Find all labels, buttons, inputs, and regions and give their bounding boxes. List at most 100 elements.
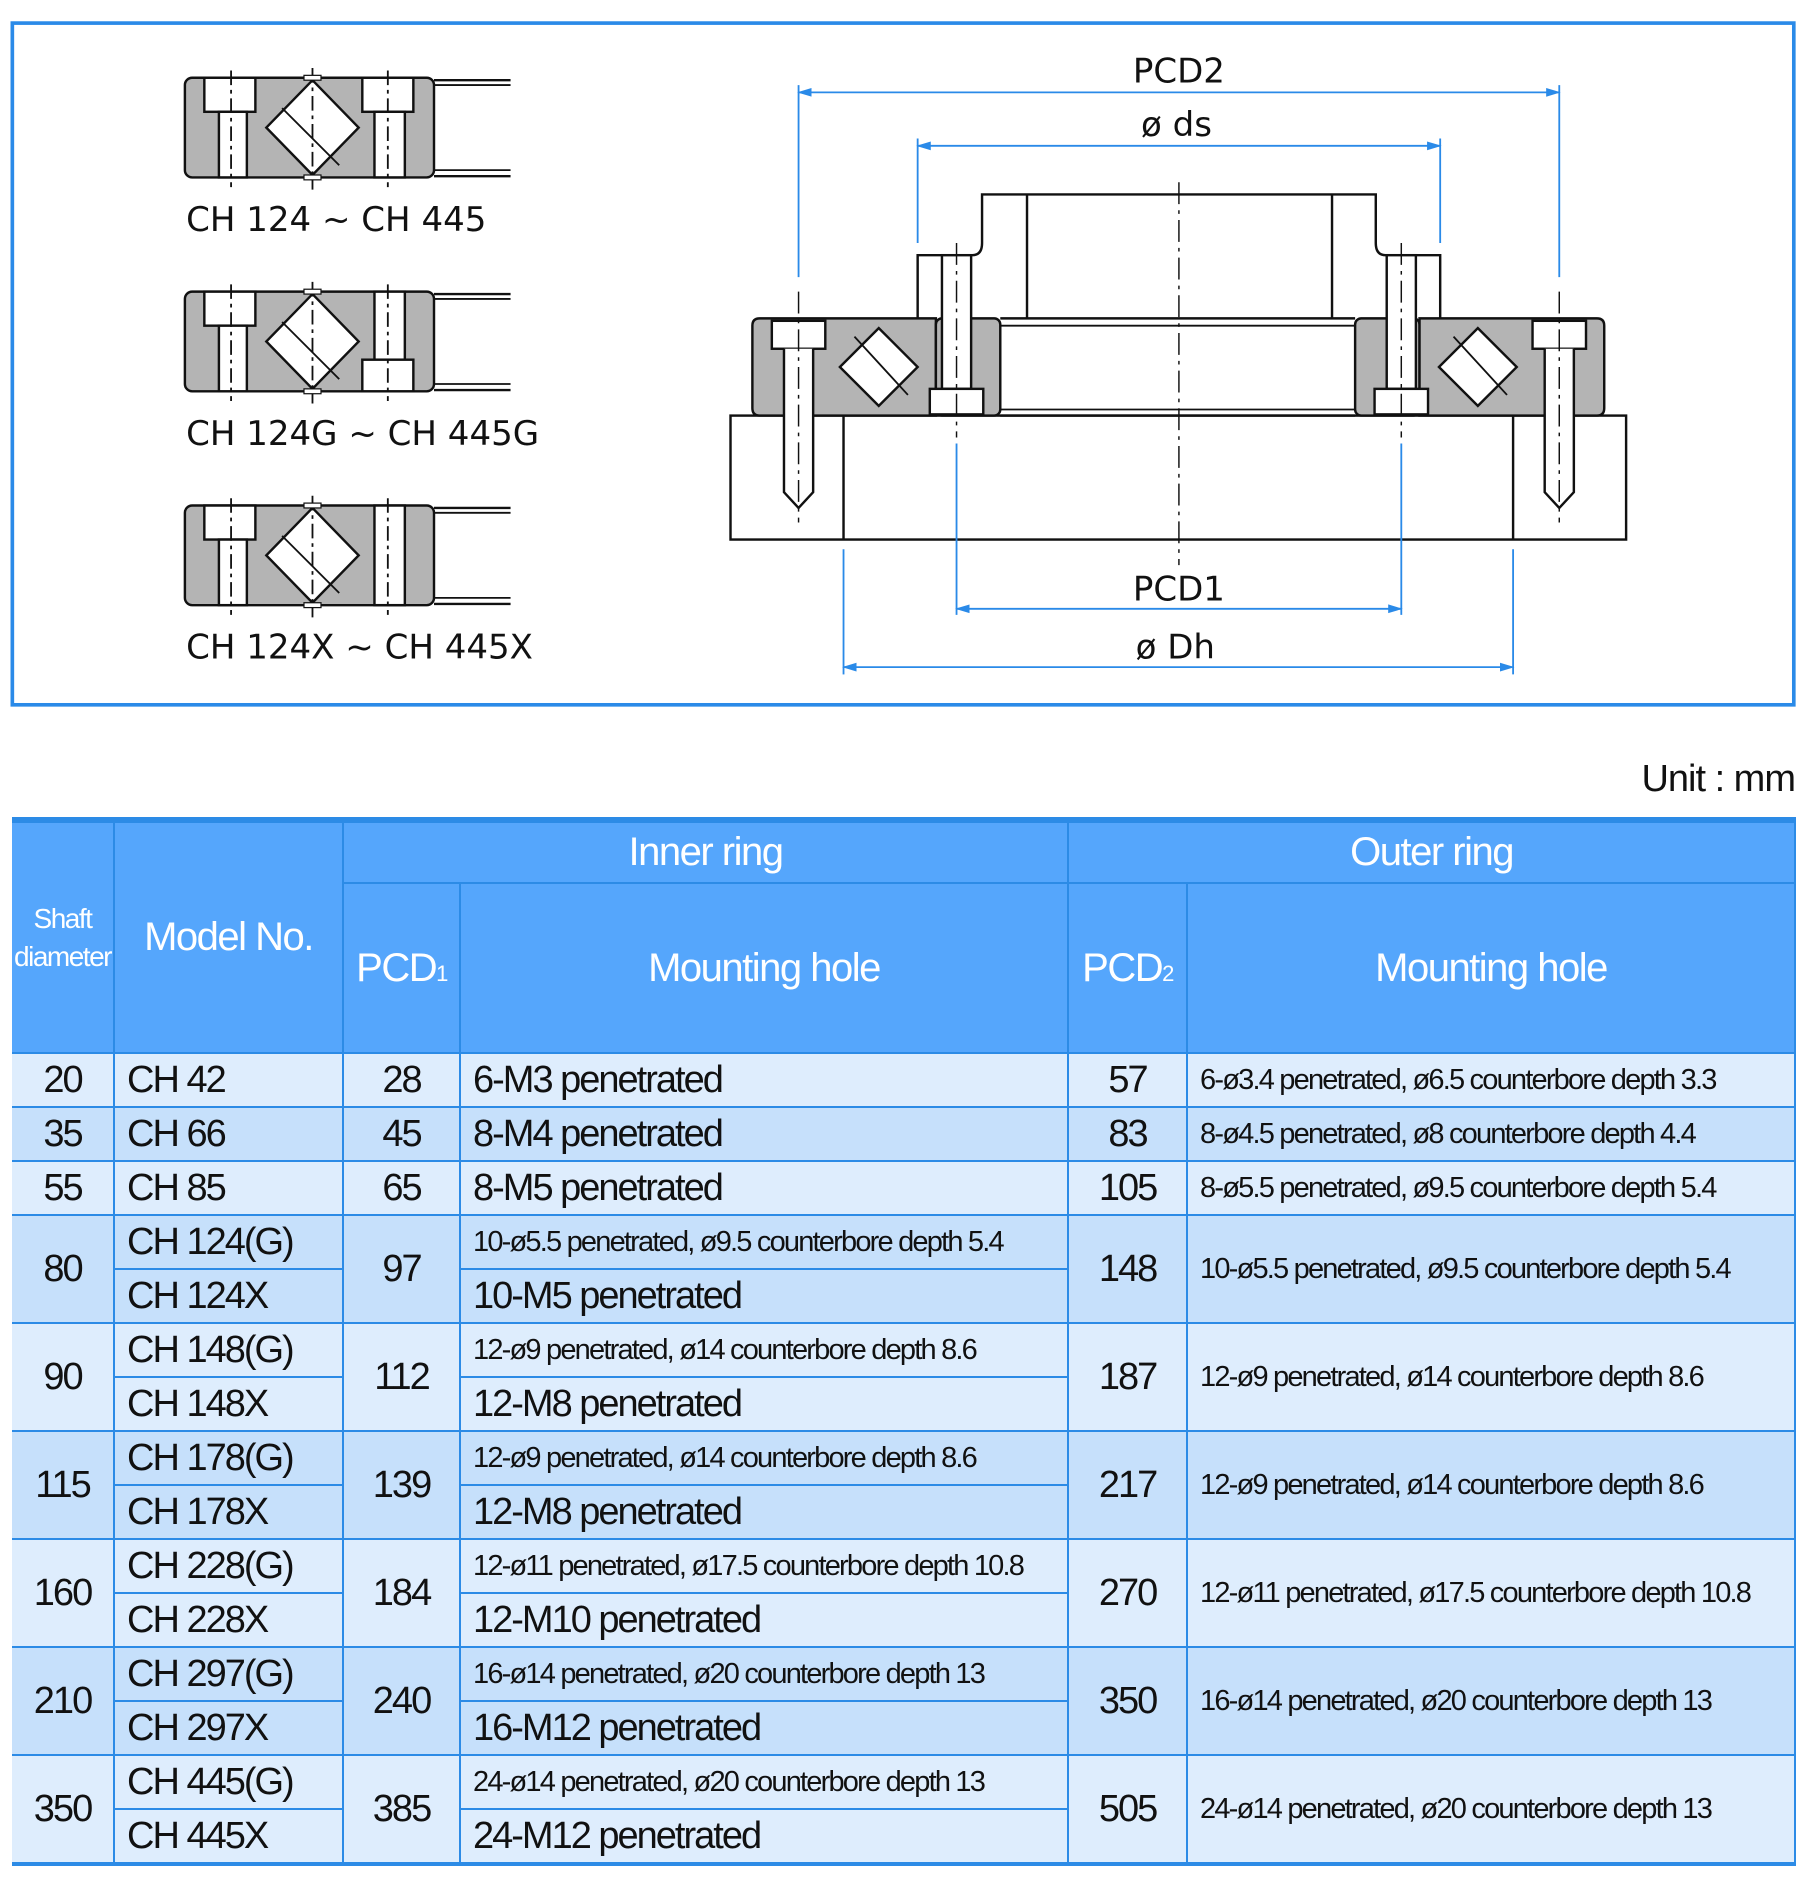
header-outer-ring: Outer ring <box>1067 819 1797 884</box>
pcd1-cell: 112 <box>342 1322 461 1432</box>
pcd1-cell: 97 <box>342 1214 461 1324</box>
pcd2-cell: 83 <box>1067 1106 1189 1162</box>
dimension-lines <box>797 85 1561 675</box>
header-inner-mounting-hole: Mounting hole <box>458 882 1070 1054</box>
header-pcd2: PCD2 <box>1067 882 1189 1054</box>
shaft-diameter-cell: 80 <box>12 1214 115 1324</box>
inner-mounting-hole-cell: 10-M5 penetrated <box>458 1268 1070 1324</box>
variant-standard-diagram <box>183 66 512 191</box>
shaft-diameter-cell: 90 <box>12 1322 115 1432</box>
outer-mounting-hole-cell: 12-ø9 penetrated, ø14 counterbore depth … <box>1186 1430 1797 1540</box>
pcd1-cell: 28 <box>342 1052 461 1108</box>
inner-mounting-hole-cell: 12-M8 penetrated <box>458 1376 1070 1432</box>
outer-mounting-hole-cell: 8-ø5.5 penetrated, ø9.5 counterbore dept… <box>1186 1160 1797 1216</box>
outer-mounting-hole-cell: 24-ø14 penetrated, ø20 counterbore depth… <box>1186 1754 1797 1865</box>
outer-mounting-hole-cell: 12-ø9 penetrated, ø14 counterbore depth … <box>1186 1322 1797 1432</box>
shaft-diameter-cell: 115 <box>12 1430 115 1540</box>
inner-mounting-hole-cell: 12-M10 penetrated <box>458 1592 1070 1648</box>
model-no-cell: CH 228(G) <box>113 1538 344 1594</box>
model-no-cell: CH 445X <box>114 1808 344 1865</box>
model-no-cell: CH 178(G) <box>113 1430 344 1486</box>
bearing-mounting-drawing: CH 124 ~ CH 445 CH 124G ~ CH 445G CH 124… <box>10 21 1796 707</box>
table-row: CH 124X 10-M5 penetrated <box>12 1268 1795 1324</box>
inner-mounting-hole-cell: 10-ø5.5 penetrated, ø9.5 counterbore dep… <box>458 1214 1070 1270</box>
header-pcd1: PCD1 <box>343 882 461 1054</box>
shaft-diameter-cell: 35 <box>12 1106 115 1162</box>
pcd2-cell: 148 <box>1067 1214 1189 1324</box>
outer-mounting-hole-cell: 16-ø14 penetrated, ø20 counterbore depth… <box>1186 1646 1797 1756</box>
pcd1-cell: 240 <box>342 1646 461 1756</box>
ds-dimension-label: ø ds <box>1141 105 1212 145</box>
outer-mounting-hole-cell: 6-ø3.4 penetrated, ø6.5 counterbore dept… <box>1186 1052 1797 1108</box>
variant-g-label: CH 124G ~ CH 445G <box>186 414 539 454</box>
pcd2-cell: 350 <box>1067 1646 1189 1756</box>
shaft-diameter-cell: 350 <box>12 1754 115 1865</box>
main-cross-section <box>729 182 1628 566</box>
inner-mounting-hole-cell: 6-M3 penetrated <box>458 1052 1070 1108</box>
dh-dimension-label: ø Dh <box>1136 628 1215 668</box>
pcd2-cell: 57 <box>1067 1052 1189 1108</box>
table-row: CH 148X 12-M8 penetrated <box>12 1376 1795 1432</box>
variant-x-label: CH 124X ~ CH 445X <box>186 628 533 668</box>
inner-mounting-hole-cell: 12-ø9 penetrated, ø14 counterbore depth … <box>458 1322 1070 1378</box>
drawing-frame <box>10 21 1796 707</box>
variant-x-diagram <box>183 494 512 619</box>
model-no-cell: CH 297X <box>114 1700 344 1756</box>
inner-mounting-hole-cell: 12-M8 penetrated <box>458 1484 1070 1540</box>
pcd1-cell: 385 <box>342 1754 461 1865</box>
inner-mounting-hole-cell: 8-M5 penetrated <box>458 1160 1070 1216</box>
pcd1-cell: 45 <box>342 1106 461 1162</box>
inner-mounting-hole-cell: 24-ø14 penetrated, ø20 counterbore depth… <box>458 1754 1070 1810</box>
pcd2-cell: 105 <box>1067 1160 1189 1216</box>
header-inner-ring: Inner ring <box>341 819 1070 884</box>
variant-g-diagram <box>183 280 512 405</box>
table-row: CH 178X 12-M8 penetrated <box>12 1484 1795 1540</box>
model-no-cell: CH 178X <box>114 1484 344 1540</box>
model-no-cell: CH 42 <box>113 1052 344 1108</box>
outer-mounting-hole-cell: 8-ø4.5 penetrated, ø8 counterbore depth … <box>1186 1106 1797 1162</box>
outer-mounting-hole-cell: 10-ø5.5 penetrated, ø9.5 counterbore dep… <box>1186 1214 1797 1324</box>
inner-mounting-hole-cell: 8-M4 penetrated <box>458 1106 1070 1162</box>
model-no-cell: CH 228X <box>114 1592 344 1648</box>
pcd2-cell: 217 <box>1067 1430 1189 1540</box>
inner-mounting-hole-cell: 12-ø11 penetrated, ø17.5 counterbore dep… <box>458 1538 1070 1594</box>
model-no-cell: CH 148X <box>114 1376 344 1432</box>
pcd1-cell: 184 <box>342 1538 461 1648</box>
model-no-cell: CH 85 <box>113 1160 344 1216</box>
pcd1-dimension-label: PCD1 <box>1133 569 1225 609</box>
shaft-diameter-cell: 20 <box>12 1052 115 1108</box>
pcd2-dimension-label: PCD2 <box>1133 52 1225 92</box>
table-row: CH 228X 12-M10 penetrated <box>12 1592 1795 1648</box>
inner-mounting-hole-cell: 12-ø9 penetrated, ø14 counterbore depth … <box>458 1430 1070 1486</box>
model-no-cell: CH 124X <box>114 1268 344 1324</box>
shaft-diameter-cell: 55 <box>12 1160 115 1216</box>
header-outer-mounting-hole: Mounting hole <box>1186 882 1797 1054</box>
model-no-cell: CH 66 <box>113 1106 344 1162</box>
inner-mounting-hole-cell: 16-M12 penetrated <box>458 1700 1070 1756</box>
table-row: CH 297X 16-M12 penetrated <box>12 1700 1795 1756</box>
shaft-diameter-cell: 210 <box>12 1646 115 1756</box>
variant-standard-label: CH 124 ~ CH 445 <box>186 200 486 240</box>
pcd2-cell: 505 <box>1067 1754 1189 1865</box>
pcd2-cell: 270 <box>1067 1538 1189 1648</box>
table-row: CH 445X 24-M12 penetrated <box>12 1808 1795 1865</box>
pcd2-cell: 187 <box>1067 1322 1189 1432</box>
model-no-cell: CH 148(G) <box>113 1322 344 1378</box>
model-no-cell: CH 445(G) <box>113 1754 344 1810</box>
pcd1-cell: 65 <box>342 1160 461 1216</box>
header-model-no: Model No. <box>113 819 344 1054</box>
inner-mounting-hole-cell: 24-M12 penetrated <box>458 1808 1070 1865</box>
outer-mounting-hole-cell: 12-ø11 penetrated, ø17.5 counterbore dep… <box>1186 1538 1797 1648</box>
model-no-cell: CH 124(G) <box>113 1214 344 1270</box>
shaft-diameter-cell: 160 <box>12 1538 115 1648</box>
inner-mounting-hole-cell: 16-ø14 penetrated, ø20 counterbore depth… <box>458 1646 1070 1702</box>
